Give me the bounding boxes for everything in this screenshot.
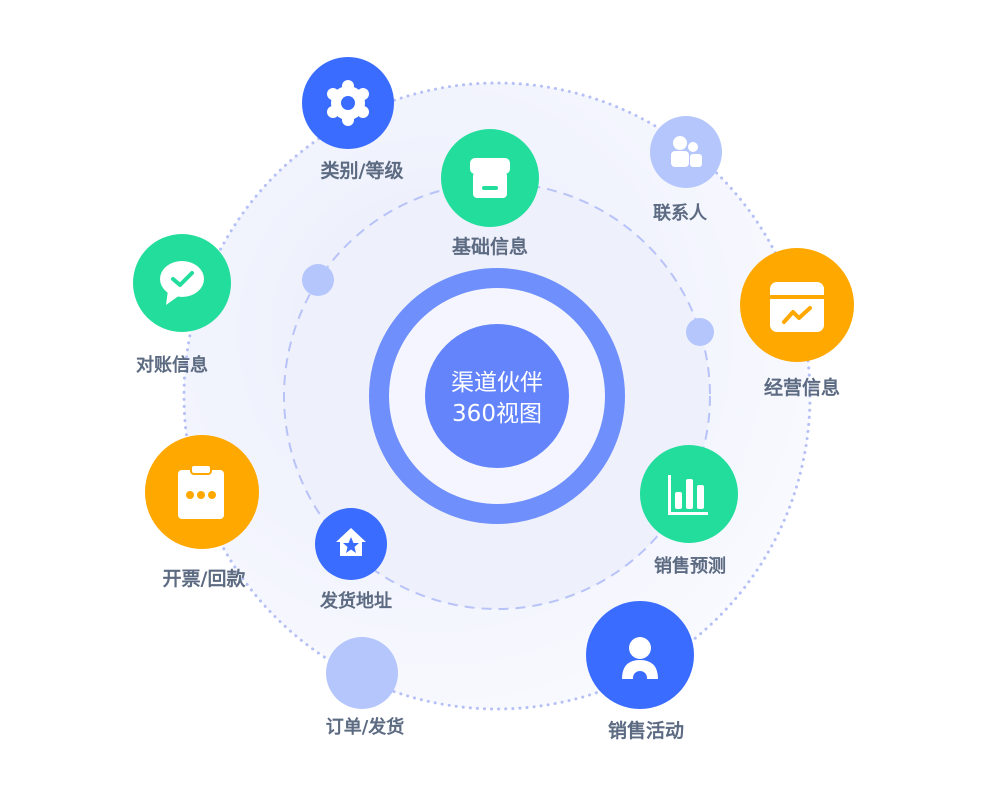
node-invoice[interactable]: 开票/回款 [145, 435, 259, 590]
clipboard-icon [178, 464, 224, 519]
node-label: 对账信息 [136, 354, 208, 376]
users-icon [671, 136, 702, 167]
gear-icon [327, 80, 369, 126]
node-shipping-address[interactable]: 发货地址 [315, 508, 392, 612]
node-sales-activity[interactable]: 销售活动 [586, 601, 694, 742]
node-label: 经营信息 [764, 376, 840, 399]
orbit-dot [302, 264, 334, 296]
node-order-shipping[interactable]: 订单/发货 [326, 637, 405, 738]
center-title-line2: 360视图 [452, 401, 542, 427]
bar-chart-icon [668, 475, 708, 515]
node-contacts[interactable]: 联系人 [650, 116, 722, 224]
center-title-line1: 渠道伙伴 [451, 370, 543, 396]
node-sales-forecast[interactable]: 销售预测 [640, 445, 738, 577]
trend-card-icon [770, 282, 824, 332]
center-core [425, 324, 569, 468]
node-label: 销售预测 [654, 555, 726, 577]
orbit-dot [686, 318, 714, 346]
store-icon [470, 158, 510, 198]
house-star-icon [336, 528, 366, 556]
node-label: 销售活动 [608, 719, 684, 742]
circle-icon [326, 637, 398, 709]
person-icon [622, 637, 658, 685]
node-reconcile-info[interactable]: 对账信息 [133, 234, 231, 376]
node-basic-info[interactable]: 基础信息 [441, 129, 539, 258]
node-label: 联系人 [653, 203, 708, 224]
node-label: 发货地址 [319, 590, 392, 612]
node-label: 基础信息 [451, 235, 528, 258]
node-label: 开票/回款 [163, 567, 247, 590]
node-label: 类别/等级 [321, 159, 404, 182]
node-label: 订单/发货 [326, 716, 405, 738]
node-category[interactable]: 类别/等级 [302, 57, 403, 182]
node-business-info[interactable]: 经营信息 [740, 248, 854, 399]
chat-check-icon [160, 261, 204, 305]
